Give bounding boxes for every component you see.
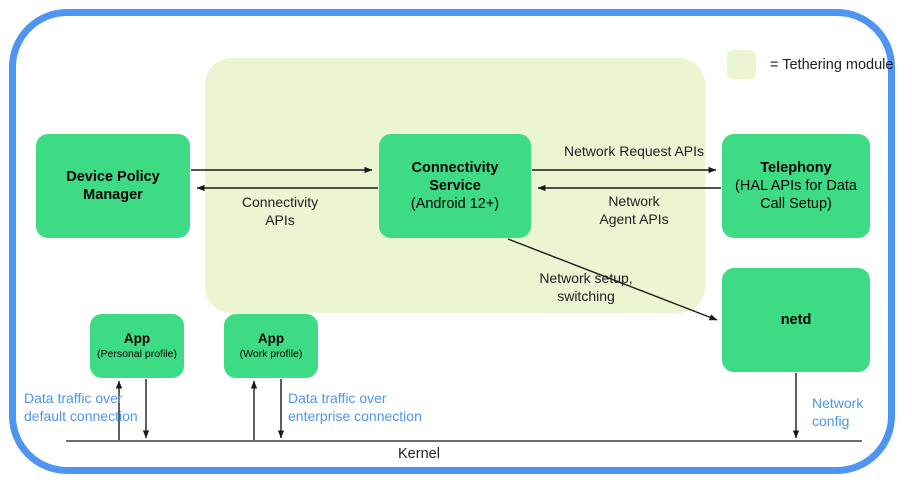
node-cs-title-line1: Connectivity — [411, 159, 499, 176]
edge-label-network-config-line2: config — [812, 413, 850, 430]
node-app-work-subtitle: (Work profile) — [239, 347, 303, 360]
edge-label-enterprise-connection-line2: enterprise connection — [288, 408, 422, 425]
node-dpm-title-line2: Manager — [83, 187, 143, 203]
tethering-module-swatch — [727, 50, 756, 79]
edge-label-network-setup-line2: switching — [557, 288, 615, 305]
node-device-policy-manager[interactable]: Device Policy Manager — [36, 134, 190, 238]
arrow-cs-to-netd — [507, 238, 718, 321]
edge-label-default-connection-line2: default connection — [24, 408, 138, 425]
edge-label-network-request-apis: Network Request APIs — [563, 143, 705, 159]
node-connectivity-service[interactable]: Connectivity Service (Android 12+) — [379, 134, 531, 238]
edge-label-default-connection-traffic: Data traffic over default connection — [24, 389, 138, 425]
edge-label-network-config-line1: Network — [812, 395, 864, 411]
edge-label-connectivity-apis-line2: APIs — [265, 212, 295, 229]
node-dpm-title-line1: Device Policy — [66, 168, 160, 185]
node-telephony-subtitle-line2: Call Setup) — [760, 196, 832, 213]
device-boundary-frame — [9, 9, 895, 474]
node-app-work-profile[interactable]: App (Work profile) — [224, 314, 318, 378]
node-netd-title: netd — [780, 311, 812, 328]
edge-label-network-config: Network config — [812, 394, 888, 430]
node-app-personal-title: App — [123, 331, 151, 346]
node-app-personal-profile[interactable]: App (Personal profile) — [90, 314, 184, 378]
edge-label-connectivity-apis: Connectivity APIs — [220, 193, 340, 229]
edge-label-enterprise-connection-line1: Data traffic over — [288, 390, 387, 406]
node-netd[interactable]: netd — [722, 268, 870, 372]
node-telephony-subtitle-line1: (HAL APIs for Data — [735, 177, 857, 194]
node-cs-subtitle: (Android 12+) — [410, 196, 500, 213]
edge-label-network-agent-apis-line1: Network — [608, 193, 660, 209]
edge-label-default-connection-line1: Data traffic over — [24, 390, 123, 406]
kernel-label: Kernel — [398, 446, 440, 462]
node-cs-title-line2: Service — [429, 177, 481, 194]
legend-label: = Tethering module — [770, 56, 894, 73]
node-telephony-title: Telephony — [760, 159, 832, 176]
edge-label-enterprise-connection-traffic: Data traffic over enterprise connection — [288, 389, 422, 425]
node-app-personal-subtitle: (Personal profile) — [97, 347, 177, 360]
edge-label-network-setup-line1: Network setup, — [539, 270, 633, 286]
node-telephony[interactable]: Telephony (HAL APIs for Data Call Setup) — [722, 134, 870, 238]
edge-label-connectivity-apis-line1: Connectivity — [241, 194, 319, 210]
legend: = Tethering module — [727, 50, 893, 79]
edge-label-network-agent-apis: Network Agent APIs — [568, 192, 700, 228]
node-app-work-title: App — [257, 331, 285, 346]
edge-label-network-agent-apis-line2: Agent APIs — [599, 211, 669, 228]
edge-label-network-setup-switching: Network setup, switching — [506, 269, 666, 305]
